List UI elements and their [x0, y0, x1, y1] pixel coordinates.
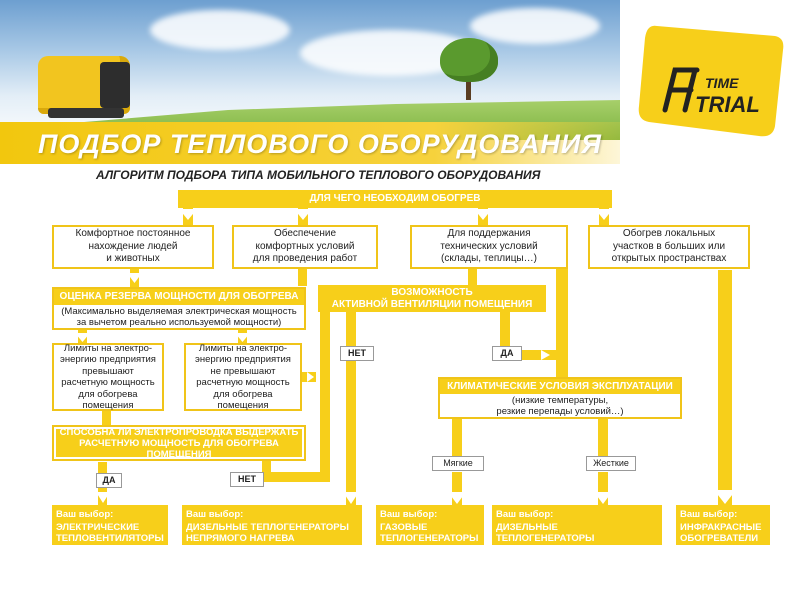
limit-not-exceeds-text: Лимиты на электро- энергию предприятия н…: [195, 342, 291, 412]
result-heading: Ваш выбор:: [186, 509, 244, 520]
result-gas-heaters: Ваш выбор: ГАЗОВЫЕ ТЕПЛОГЕНЕРАТОРЫ: [376, 505, 484, 545]
time-trial-logo: TIME TRIAL: [638, 25, 784, 137]
result-diesel-indirect: Ваш выбор: ДИЗЕЛЬНЫЕ ТЕПЛОГЕНЕРАТОРЫ НЕП…: [182, 505, 362, 545]
result-text: ДИЗЕЛЬНЫЕ ТЕПЛОГЕНЕРАТОРЫ ПРЯМОГО НАГРЕВ…: [496, 522, 595, 555]
ventilation-text: ВОЗМОЖНОСТЬ АКТИВНОЙ ВЕНТИЛЯЦИИ ПОМЕЩЕНИ…: [331, 286, 533, 310]
power-reserve-title: ОЦЕНКА РЕЗЕРВА МОЩНОСТИ ДЛЯ ОБОГРЕВА: [59, 291, 299, 302]
result-text: ИНФРАКРАСНЫЕ ОБОГРЕВАТЕЛИ: [680, 522, 762, 544]
climate-header: КЛИМАТИЧЕСКИЕ УСЛОВИЯ ЭКСПЛУАТАЦИИ: [440, 379, 680, 394]
arrow-down: [343, 492, 359, 504]
climate-title: КЛИМАТИЧЕСКИЕ УСЛОВИЯ ЭКСПЛУАТАЦИИ: [447, 381, 673, 392]
arrow-down: [127, 273, 142, 283]
purpose-text: Для поддержания технических условий (скл…: [440, 228, 538, 265]
soft-conditions-label: Мягкие: [432, 456, 484, 471]
result-text: ГАЗОВЫЕ ТЕПЛОГЕНЕРАТОРЫ: [380, 522, 479, 544]
title-band: [0, 122, 620, 164]
wiring-box: СПОСОБНА ЛИ ЭЛЕКТРОПРОВОДКА ВЫДЕРЖАТЬ РА…: [52, 425, 306, 461]
tree-trunk: [466, 72, 471, 100]
purpose-text: Обогрев локальных участков в больших или…: [611, 228, 727, 265]
result-electric-fan-heaters: Ваш выбор: ЭЛЕКТРИЧЕСКИЕ ТЕПЛОВЕНТИЛЯТОР…: [52, 505, 168, 545]
connector: [346, 310, 356, 506]
connector: [556, 266, 568, 378]
power-reserve-header: ОЦЕНКА РЕЗЕРВА МОЩНОСТИ ДЛЯ ОБОГРЕВА: [54, 289, 304, 305]
result-heading: Ваш выбор:: [680, 509, 738, 520]
connector: [262, 458, 271, 472]
arrow-down: [474, 209, 492, 220]
purpose-box-technical: Для поддержания технических условий (скл…: [410, 225, 568, 269]
result-diesel-direct: Ваш выбор: ДИЗЕЛЬНЫЕ ТЕПЛОГЕНЕРАТОРЫ ПРЯ…: [492, 505, 662, 555]
arrow-right: [307, 372, 314, 382]
hard-conditions-label: Жесткие: [586, 456, 636, 471]
top-question-box: ДЛЯ ЧЕГО НЕОБХОДИМ ОБОГРЕВ: [178, 190, 612, 208]
no-label-ventilation: НЕТ: [340, 346, 374, 361]
connector: [264, 472, 330, 482]
purpose-box-people: Комфортное постоянное нахождение людей и…: [52, 225, 214, 269]
cloud: [150, 10, 290, 50]
purpose-text: Комфортное постоянное нахождение людей и…: [75, 228, 191, 265]
connector: [468, 266, 477, 286]
connector: [320, 310, 330, 482]
tree-icon: [440, 38, 498, 82]
purpose-box-work: Обеспечение комфортных условий для прове…: [232, 225, 378, 269]
arrow-down: [595, 209, 613, 220]
wiring-text: СПОСОБНА ЛИ ЭЛЕКТРОПРОВОДКА ВЫДЕРЖАТЬ РА…: [56, 427, 302, 460]
result-text: ЭЛЕКТРИЧЕСКИЕ ТЕПЛОВЕНТИЛЯТОРЫ: [56, 522, 164, 544]
connector: [98, 462, 107, 474]
arrow-down: [714, 490, 736, 504]
yes-label-wiring: ДА: [96, 473, 122, 488]
logo-text-time: TIME: [705, 75, 739, 91]
result-infrared-heaters: Ваш выбор: ИНФРАКРАСНЫЕ ОБОГРЕВАТЕЛИ: [676, 505, 770, 545]
connector: [452, 418, 462, 458]
result-heading: Ваш выбор:: [56, 509, 114, 520]
arrow-down: [235, 333, 250, 342]
arrow-down: [294, 209, 312, 220]
connector: [298, 266, 307, 286]
yes-label-ventilation: ДА: [492, 346, 522, 361]
connector: [598, 472, 608, 506]
arrow-down: [96, 492, 110, 503]
arrow-right: [541, 350, 550, 360]
purpose-box-local: Обогрев локальных участков в больших или…: [588, 225, 750, 269]
page-subtitle: АЛГОРИТМ ПОДБОРА ТИПА МОБИЛЬНОГО ТЕПЛОВО…: [96, 168, 541, 182]
logo-text-trial: TRIAL: [695, 92, 760, 117]
connector: [718, 270, 732, 506]
ventilation-box: ВОЗМОЖНОСТЬ АКТИВНОЙ ВЕНТИЛЯЦИИ ПОМЕЩЕНИ…: [318, 285, 546, 312]
arrow-down: [594, 492, 612, 504]
heater-base: [48, 108, 124, 118]
arrow-down: [448, 492, 466, 504]
climate-box: КЛИМАТИЧЕСКИЕ УСЛОВИЯ ЭКСПЛУАТАЦИИ (низк…: [438, 377, 682, 419]
connector: [102, 410, 111, 426]
arrow-down: [75, 333, 90, 342]
heater-front: [100, 62, 130, 108]
result-heading: Ваш выбор:: [496, 509, 554, 520]
connector: [500, 310, 510, 348]
arrow-down: [179, 209, 197, 220]
limit-exceeds-box: Лимиты на электро- энергию предприятия п…: [52, 343, 164, 411]
climate-note: (низкие температуры, резкие перепады усл…: [496, 394, 624, 417]
connector: [452, 472, 462, 506]
cloud: [470, 8, 600, 44]
result-text: ДИЗЕЛЬНЫЕ ТЕПЛОГЕНЕРАТОРЫ НЕПРЯМОГО НАГР…: [186, 522, 349, 544]
power-reserve-note: (Максимально выделяемая электрическая мо…: [61, 305, 297, 328]
purpose-text: Обеспечение комфортных условий для прове…: [252, 228, 358, 265]
result-heading: Ваш выбор:: [380, 509, 438, 520]
page-title: ПОДБОР ТЕПЛОВОГО ОБОРУДОВАНИЯ: [38, 129, 602, 159]
connector: [598, 418, 608, 458]
limit-not-exceeds-box: Лимиты на электро- энергию предприятия н…: [184, 343, 302, 411]
power-reserve-box: ОЦЕНКА РЕЗЕРВА МОЩНОСТИ ДЛЯ ОБОГРЕВА (Ма…: [52, 287, 306, 330]
top-question-text: ДЛЯ ЧЕГО НЕОБХОДИМ ОБОГРЕВ: [309, 192, 481, 204]
no-label-wiring: НЕТ: [230, 472, 264, 487]
limit-exceeds-text: Лимиты на электро- энергию предприятия п…: [60, 342, 156, 412]
